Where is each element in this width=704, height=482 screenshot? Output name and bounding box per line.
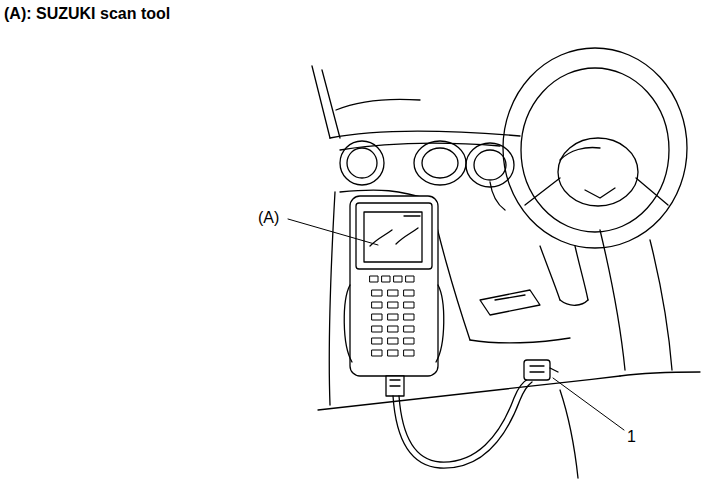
part-label: (A) [257, 209, 280, 227]
figure-title: (A): SUZUKI scan tool [4, 5, 170, 23]
callout-number: 1 [626, 428, 637, 446]
